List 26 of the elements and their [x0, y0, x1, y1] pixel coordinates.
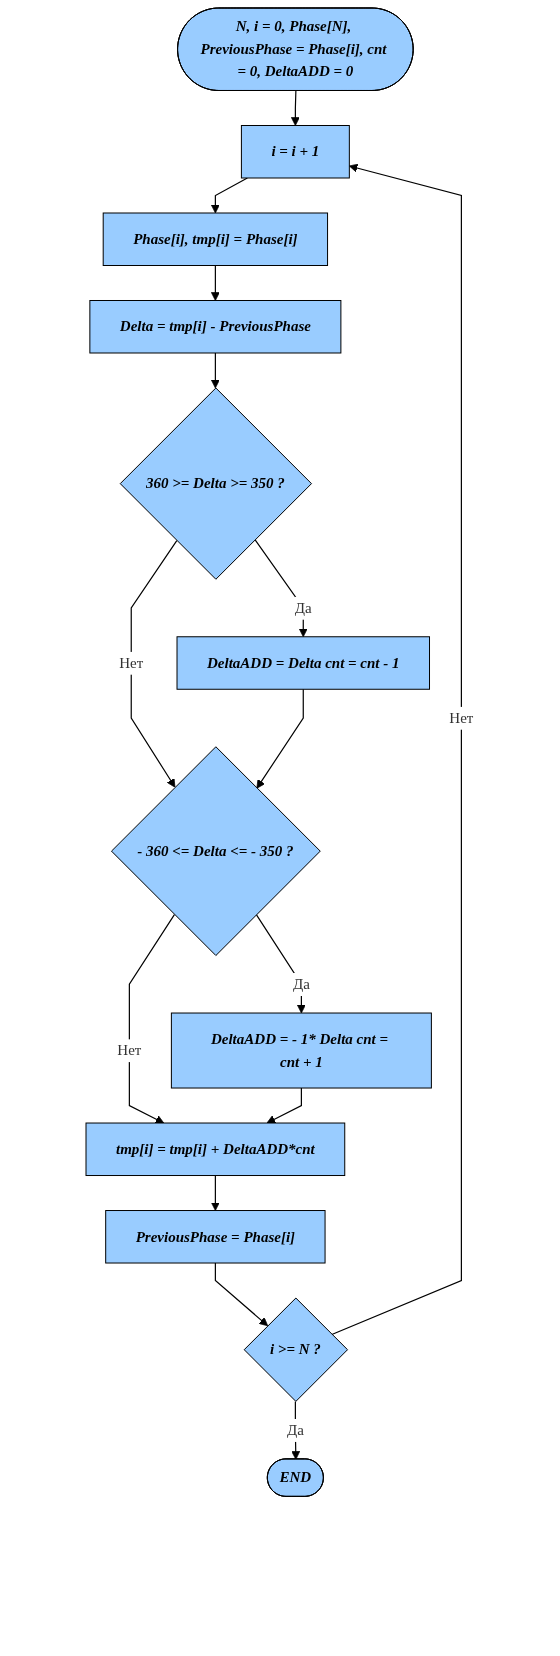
- arrow: [129, 913, 176, 1124]
- edge-label: Нет: [119, 654, 144, 671]
- edge-label: Да: [293, 976, 311, 993]
- edge-label: Да: [287, 1421, 305, 1438]
- node-diamond: 360 >= Delta >= 350 ?: [120, 387, 313, 580]
- node-diamond: i >= N ?: [244, 1297, 349, 1402]
- node-box: tmp[i] = tmp[i] + DeltaADD*cnt: [85, 1122, 346, 1176]
- edge-label: Нет: [117, 1042, 142, 1059]
- arrow: [215, 1262, 269, 1327]
- node-box: DeltaADD = - 1* Delta cnt = cnt + 1: [171, 1012, 433, 1089]
- node-box: i = i + 1: [241, 125, 351, 179]
- arrow: [211, 264, 221, 301]
- node-box: Delta = tmp[i] - PreviousPhase: [89, 300, 342, 354]
- arrow: [291, 90, 301, 126]
- arrow: [256, 688, 305, 789]
- node-box: PreviousPhase = Phase[i]: [105, 1210, 326, 1264]
- node-diamond: - 360 <= Delta <= - 350 ?: [111, 746, 322, 956]
- node-box: Phase[i], tmp[i] = Phase[i]: [103, 212, 329, 266]
- arrow: [211, 352, 221, 389]
- node-box: DeltaADD = Delta cnt = cnt - 1: [176, 636, 431, 690]
- edge-label: Да: [295, 599, 312, 616]
- edge-label: Нет: [449, 709, 474, 726]
- arrow: [266, 1087, 303, 1124]
- arrow: [331, 163, 463, 1336]
- arrow: [211, 1174, 221, 1211]
- arrow: [130, 540, 178, 788]
